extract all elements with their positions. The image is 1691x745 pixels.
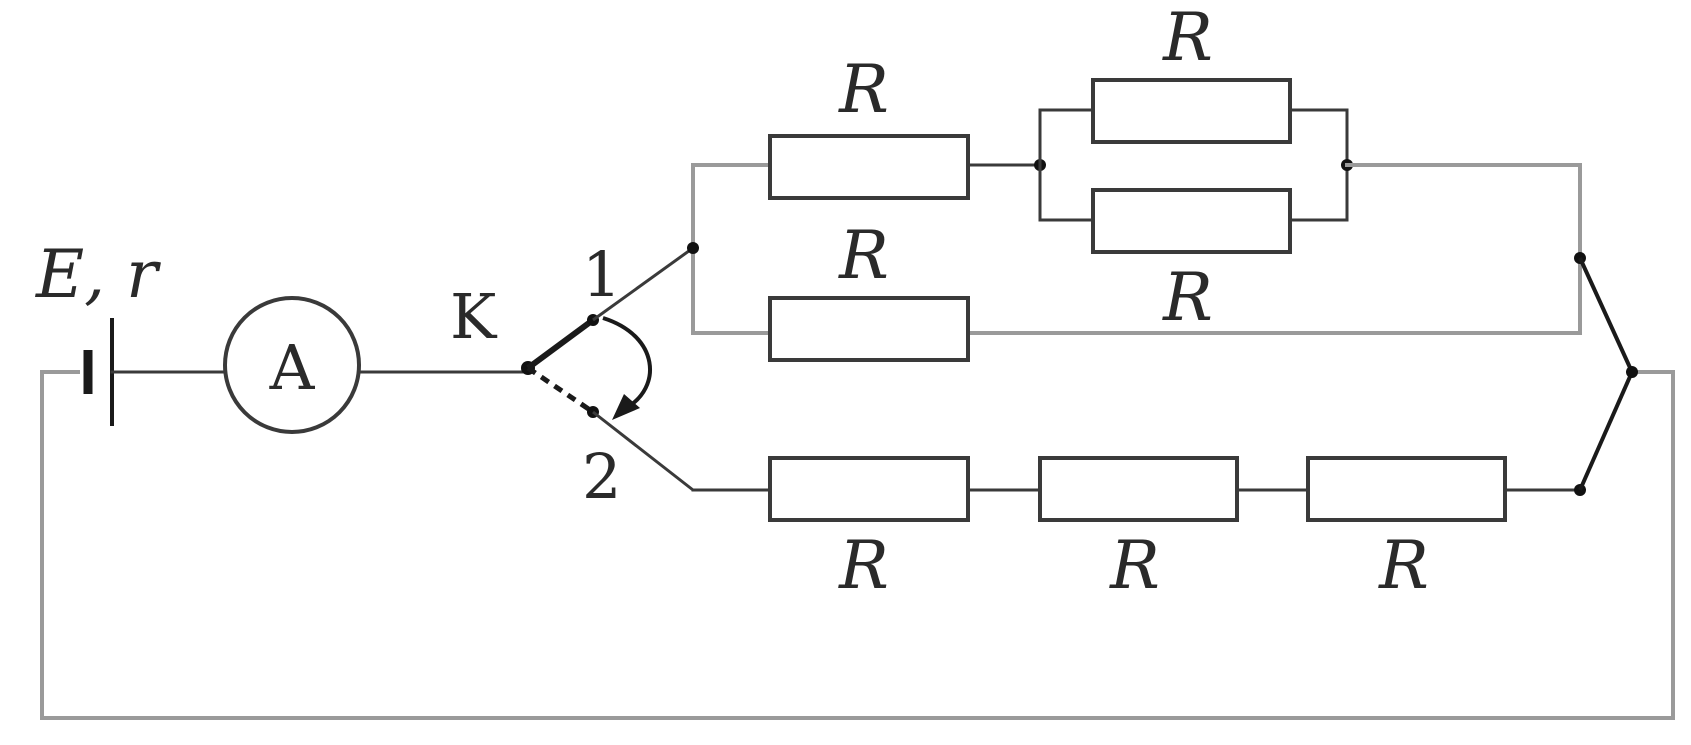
switch-blade-position-1 [526, 317, 595, 371]
resistor-lower-2-label: R [1109, 527, 1160, 604]
upper-block-wires [687, 108, 1586, 335]
upper-left-node [687, 242, 699, 254]
resistor-lower-3-label: R [1378, 527, 1429, 604]
right-link-lower [1578, 371, 1634, 491]
resistor-upper-parallel-top-label: R [1162, 0, 1213, 76]
resistor-upper-parallel-top [1091, 78, 1292, 144]
switch-position-1-label: 1 [582, 238, 621, 311]
resistor-upper-parallel-bottom [1091, 188, 1292, 254]
switch-blade-position-2 [526, 365, 595, 415]
right-output-node [1626, 366, 1638, 378]
ammeter-label: A [269, 331, 316, 404]
resistor-upper-series [768, 134, 970, 200]
switch-arrow-head [612, 394, 640, 420]
outer-loop-wire [40, 370, 1675, 720]
resistor-upper-parallel-bottom-label: R [1162, 259, 1213, 336]
right-link-upper [1578, 257, 1634, 373]
switch-arc-arrow [602, 316, 652, 410]
switch [521, 246, 694, 492]
resistor-middle-label: R [838, 217, 889, 294]
resistor-upper-series-label: R [838, 51, 889, 128]
ammeter: A [223, 296, 361, 434]
right-junction [1578, 257, 1638, 491]
resistor-lower-2 [1038, 456, 1239, 522]
resistor-lower-1-label: R [838, 527, 889, 604]
switch-contact-1-wire [592, 246, 694, 322]
switch-position-2-label: 2 [582, 440, 621, 513]
switch-contact-2-wire [592, 410, 694, 492]
resistor-lower-3 [1306, 456, 1507, 522]
resistor-lower-1 [768, 456, 970, 522]
resistor-middle [768, 296, 970, 362]
battery [83, 318, 114, 426]
source-label: E, r [35, 236, 161, 313]
switch-label: K [450, 280, 498, 353]
